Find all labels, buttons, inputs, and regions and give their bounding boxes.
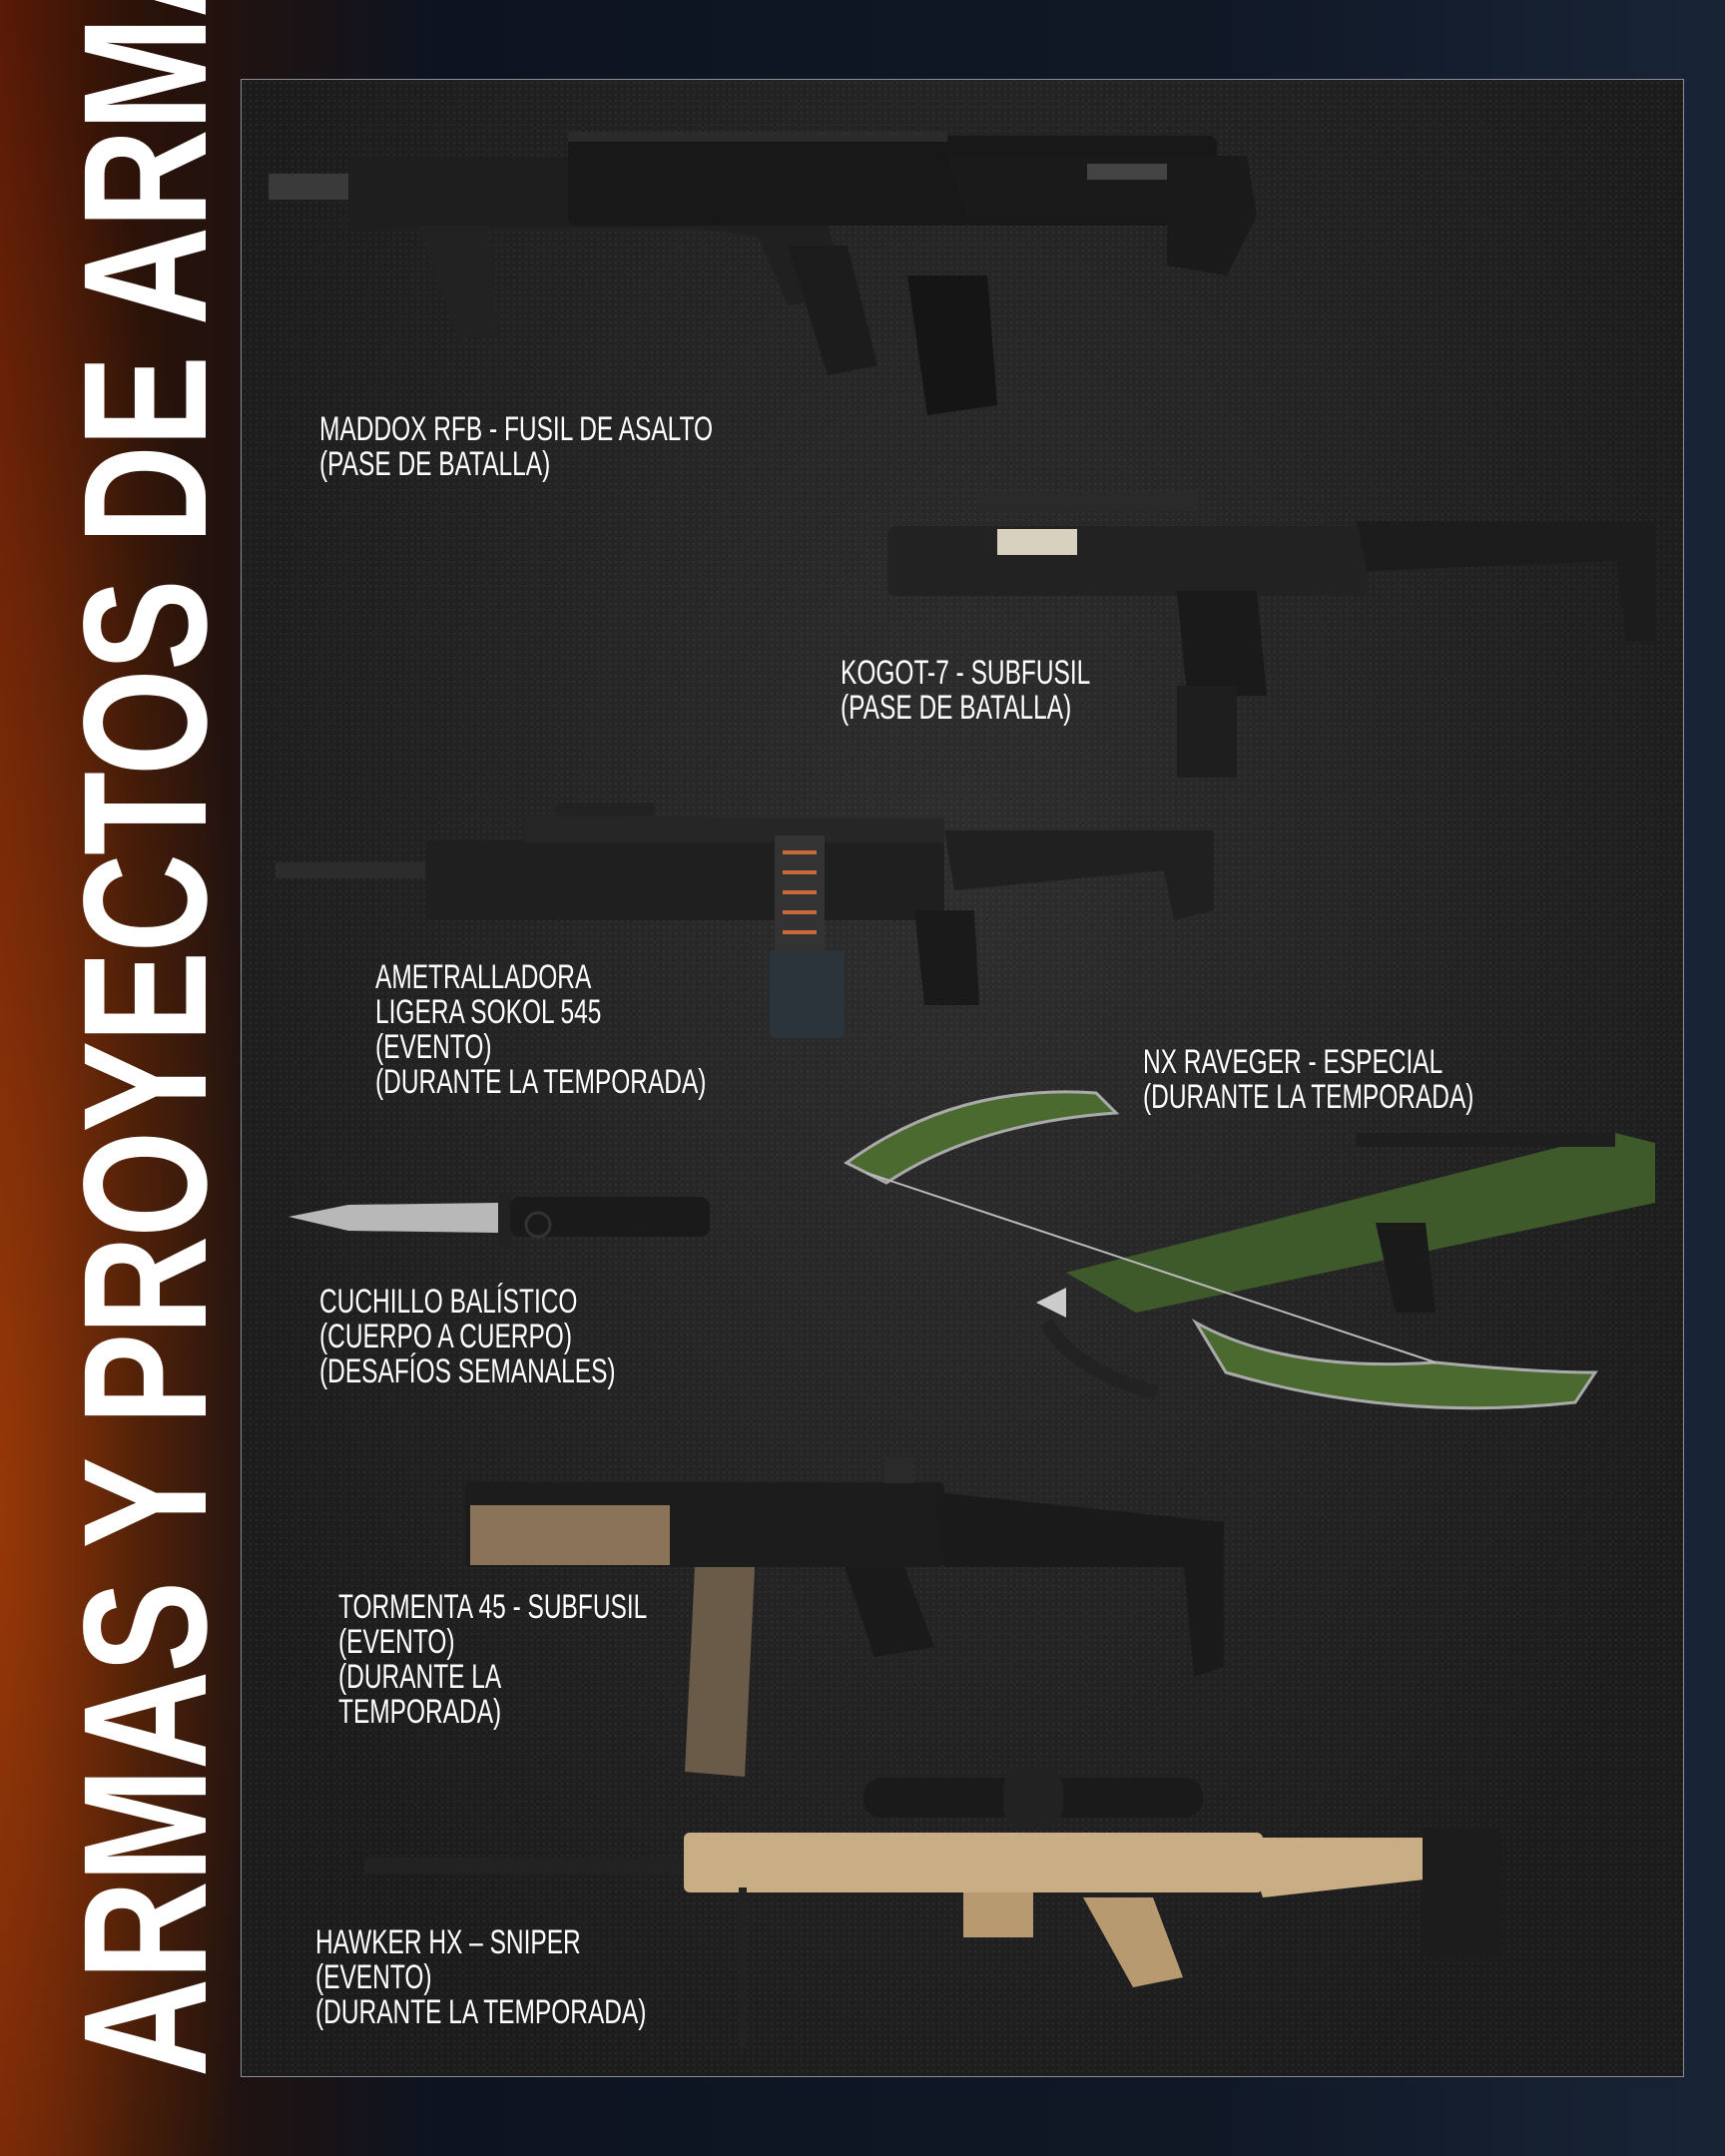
label-line: TEMPORADA) xyxy=(338,1693,502,1731)
ballistic-knife-image xyxy=(288,1193,710,1248)
label-line: (EVENTO) xyxy=(315,1958,432,1996)
label-line: (DURANTE LA TEMPORADA) xyxy=(315,1993,647,2031)
sokol-545-label: AMETRALLADORA LIGERA SOKOL 545 (EVENTO) … xyxy=(375,960,835,1100)
label-line: LIGERA SOKOL 545 xyxy=(375,993,602,1031)
maddox-rfb-label: MADDOX RFB - FUSIL DE ASALTO (PASE DE BA… xyxy=(319,412,865,482)
maddox-rfb-image xyxy=(269,132,1257,415)
nx-raveger-label: NX RAVEGER - ESPECIAL (DURANTE LA TEMPOR… xyxy=(1143,1045,1602,1115)
label-line: MADDOX RFB - FUSIL DE ASALTO xyxy=(319,410,714,448)
label-line: (DURANTE LA TEMPORADA) xyxy=(1143,1078,1474,1116)
weapons-panel xyxy=(241,79,1684,2077)
ballistic-knife-label: CUCHILLO BALÍSTICO (CUERPO A CUERPO) (DE… xyxy=(319,1285,731,1389)
label-line: KOGOT-7 - SUBFUSIL xyxy=(841,654,1091,692)
label-line: (DURANTE LA xyxy=(338,1658,502,1696)
kogot-7-label: KOGOT-7 - SUBFUSIL (PASE DE BATALLA) xyxy=(841,656,1188,726)
label-line: (CUERPO A CUERPO) xyxy=(319,1318,573,1355)
label-line: CUCHILLO BALÍSTICO xyxy=(319,1283,578,1321)
label-line: AMETRALLADORA xyxy=(375,958,592,996)
label-line: (DURANTE LA TEMPORADA) xyxy=(375,1063,707,1101)
tormenta-45-image xyxy=(465,1457,1224,1777)
page-title: ARMAS Y PROYECTOS DE ARMA xyxy=(48,0,244,2077)
hawker-hx-label: HAWKER HX – SNIPER (EVENTO) (DURANTE LA … xyxy=(315,1925,775,2030)
background-glow xyxy=(0,0,260,2156)
tormenta-45-label: TORMENTA 45 - SUBFUSIL (EVENTO) (DURANTE… xyxy=(338,1590,768,1730)
page-title-text: ARMAS Y PROYECTOS DE ARMA xyxy=(48,0,244,2077)
kogot-7-image xyxy=(887,491,1656,778)
label-line: NX RAVEGER - ESPECIAL xyxy=(1143,1043,1443,1081)
label-line: (DESAFÍOS SEMANALES) xyxy=(319,1352,616,1390)
sokol-545-image xyxy=(276,803,1214,1038)
label-line: (EVENTO) xyxy=(375,1028,492,1066)
label-line: HAWKER HX – SNIPER xyxy=(315,1923,581,1961)
label-line: (EVENTO) xyxy=(338,1623,455,1661)
label-line: (PASE DE BATALLA) xyxy=(319,445,551,483)
label-line: (PASE DE BATALLA) xyxy=(841,689,1072,727)
label-line: TORMENTA 45 - SUBFUSIL xyxy=(338,1588,648,1626)
hawker-hx-image xyxy=(364,1768,1502,2047)
nx-raveger-image xyxy=(844,1090,1655,1410)
